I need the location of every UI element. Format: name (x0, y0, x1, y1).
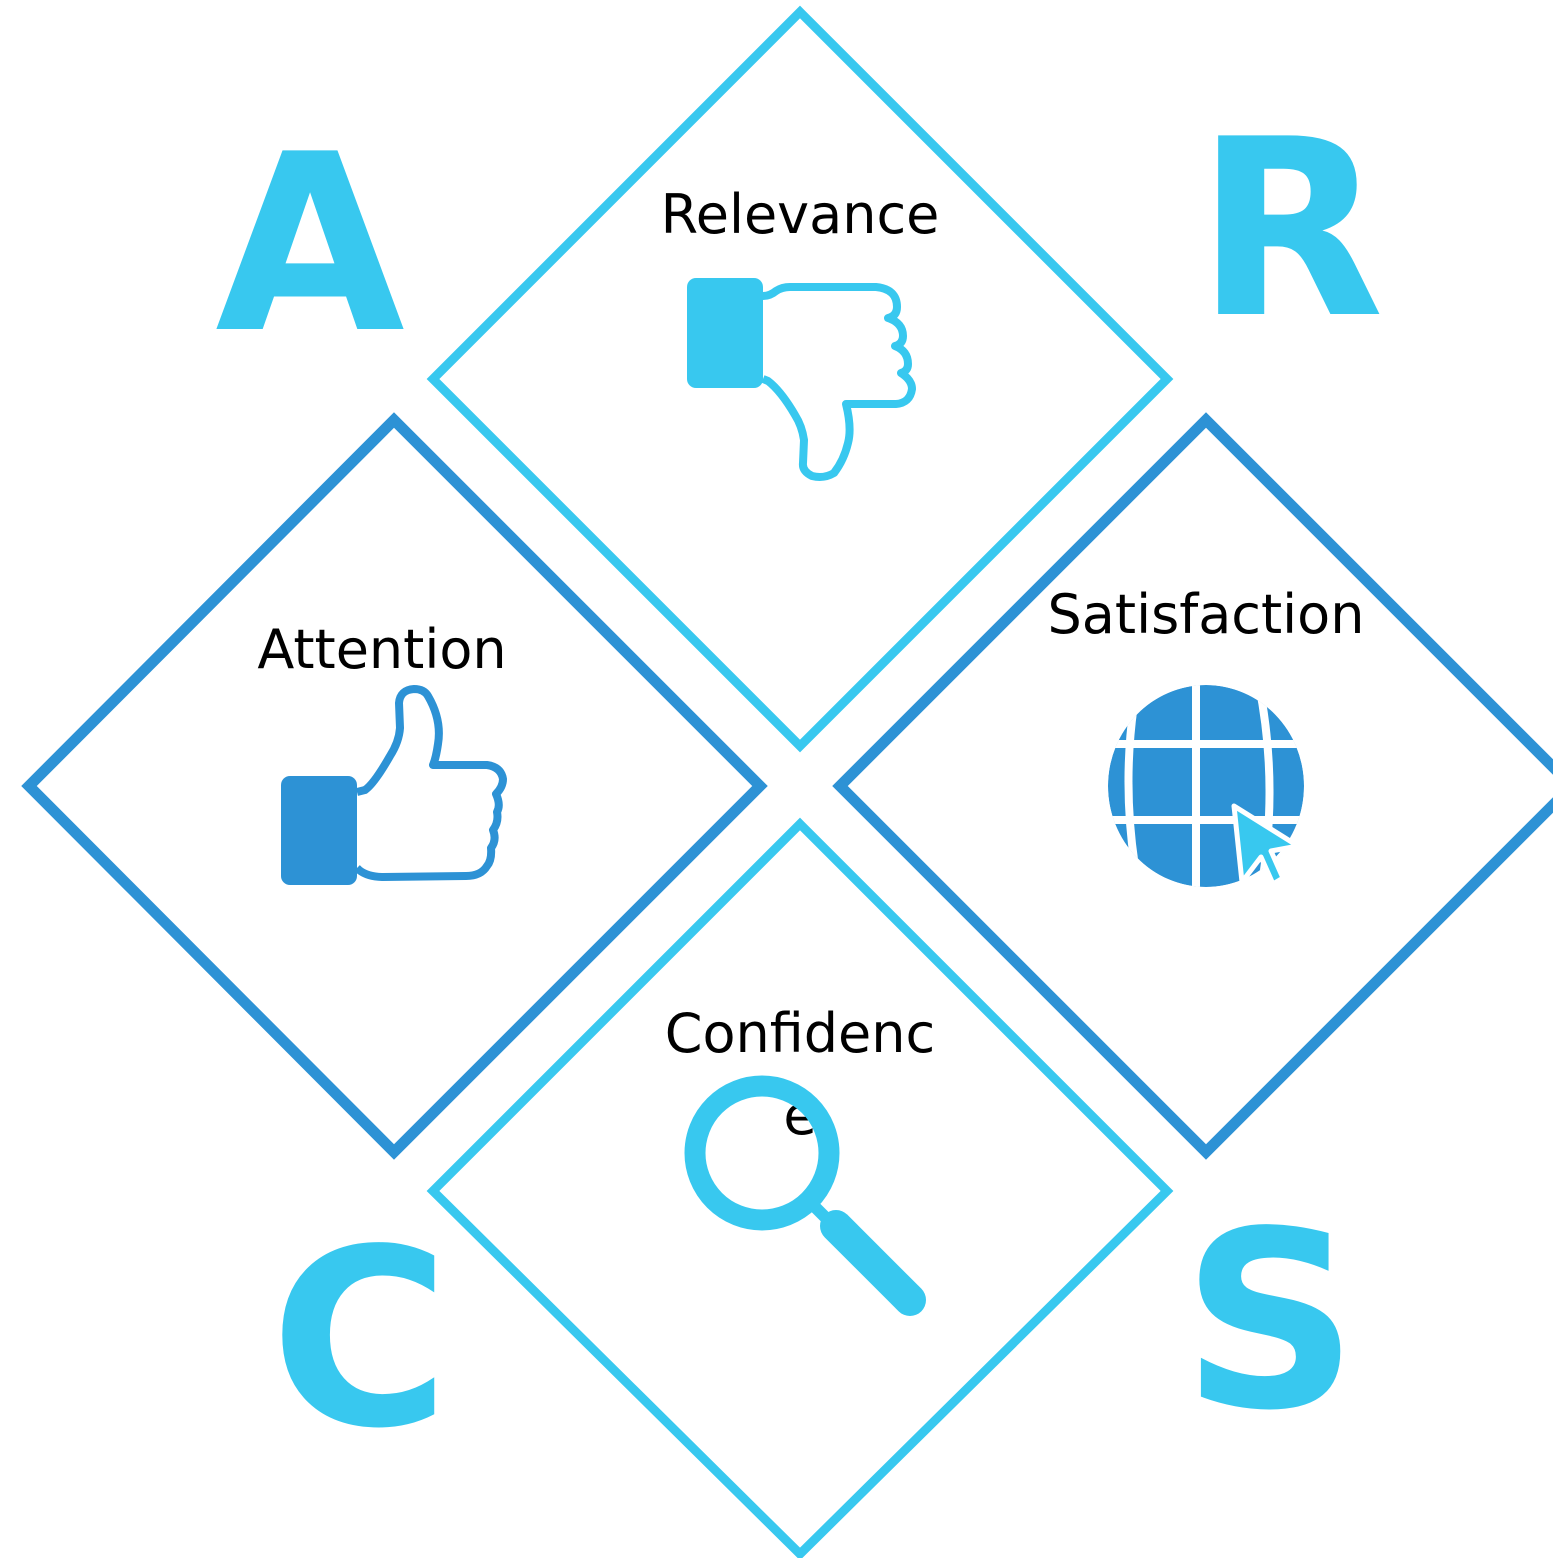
attention-diamond (21, 412, 768, 1160)
relevance-diamond (426, 5, 1174, 753)
relevance-label: Relevance (661, 183, 940, 246)
thumbs-up-icon (281, 685, 507, 885)
confidence-label-line1: Confidenc (665, 1002, 935, 1065)
letter-c: C (270, 1197, 450, 1482)
globe-cursor-icon (1108, 685, 1304, 887)
letter-a: A (215, 102, 405, 387)
attention-label: Attention (257, 618, 506, 681)
satisfaction-label: Satisfaction (1048, 583, 1365, 646)
letter-s: S (1182, 1179, 1358, 1464)
thumbs-down-icon (687, 278, 916, 481)
satisfaction-diamond (832, 412, 1553, 1160)
magnifier-icon (684, 1075, 926, 1316)
letter-r: R (1196, 87, 1385, 372)
confidence-diamond (426, 817, 1174, 1558)
